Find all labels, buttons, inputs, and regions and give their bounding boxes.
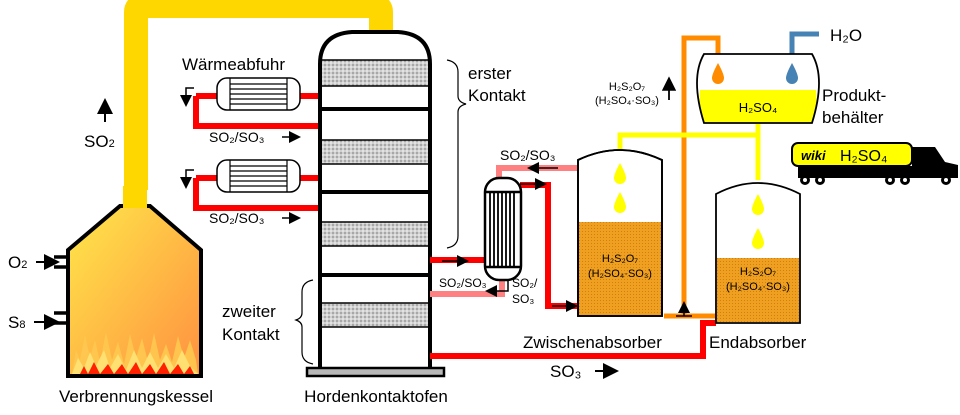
final-absorber bbox=[715, 182, 801, 324]
truck-product-label: H₂SO₄ bbox=[840, 148, 887, 165]
so2-so3-label: SO₂/SO₃ bbox=[500, 147, 555, 163]
catalyst-bed bbox=[319, 302, 431, 328]
so2-so3-label: SO₂/SO₃ bbox=[209, 129, 264, 145]
arrow-icon bbox=[676, 304, 692, 317]
s8-label: S8 bbox=[8, 313, 25, 332]
catalyst-bed bbox=[319, 139, 431, 165]
product-tank-label-1: Produkt- bbox=[822, 86, 886, 105]
heat-exchanger-icon bbox=[180, 159, 318, 211]
absorber2-content-2: (H₂SO₄·SO₃) bbox=[726, 281, 790, 293]
final-absorber-label: Endabsorber bbox=[709, 333, 807, 352]
converter-tower bbox=[305, 30, 446, 378]
brace-icon bbox=[446, 59, 467, 249]
heat-exchanger-icon bbox=[483, 176, 523, 282]
drop-icon bbox=[712, 63, 724, 84]
first-contact-label-1: erster bbox=[468, 64, 512, 83]
water-label: H₂O bbox=[830, 26, 862, 45]
brace-icon bbox=[294, 279, 314, 365]
absorber1-content-1: H₂S₂O₇ bbox=[602, 253, 638, 265]
truck-icon bbox=[791, 142, 958, 185]
furnace-label: Verbrennungskessel bbox=[59, 387, 213, 406]
product-tank bbox=[696, 53, 820, 124]
tank-content-label: H₂SO₄ bbox=[739, 100, 778, 115]
converter-label: Hordenkontaktofen bbox=[304, 387, 448, 406]
so2-label: SO2 bbox=[84, 132, 115, 151]
o2-label: O2 bbox=[8, 253, 27, 272]
first-contact-label-2: Kontakt bbox=[468, 86, 526, 105]
so2-pipe bbox=[124, 0, 393, 190]
oleum-label-1: H₂S₂O₇ bbox=[609, 81, 645, 93]
furnace bbox=[54, 186, 203, 378]
drop-icon bbox=[614, 163, 626, 184]
catalyst-bed bbox=[319, 59, 431, 87]
so3-label: SO₃ bbox=[550, 362, 582, 381]
intermediate-absorber-label: Zwischenabsorber bbox=[523, 333, 662, 352]
oleum-label-2: (H₂SO₄·SO₃) bbox=[595, 95, 659, 107]
intermediate-absorber bbox=[577, 149, 663, 317]
flame-icon bbox=[72, 332, 198, 374]
second-contact-label-1: zweiter bbox=[222, 302, 276, 321]
catalyst-bed bbox=[319, 221, 431, 247]
product-tank-label-2: behälter bbox=[822, 108, 884, 127]
arrow-icon bbox=[485, 278, 509, 297]
heat-removal-label: Wärmeabfuhr bbox=[182, 55, 285, 74]
so2-so3-label: SO₂/ bbox=[512, 276, 538, 290]
drop-icon bbox=[786, 63, 798, 84]
drop-icon bbox=[752, 194, 764, 215]
absorber2-content-1: H₂S₂O₇ bbox=[740, 266, 776, 278]
drop-icon bbox=[614, 192, 626, 213]
second-contact-label-2: Kontakt bbox=[222, 325, 280, 344]
truck-brand: wiki bbox=[801, 148, 826, 163]
so2-so3-label: SO₂/SO₃ bbox=[209, 210, 264, 226]
so2-so3-label: SO₃ bbox=[512, 292, 534, 306]
absorber1-content-2: (H₂SO₄·SO₃) bbox=[588, 268, 652, 280]
drop-icon bbox=[752, 228, 764, 249]
so2-so3-label: SO₂/SO₃ bbox=[439, 276, 487, 290]
heat-exchanger-icon bbox=[180, 77, 318, 129]
